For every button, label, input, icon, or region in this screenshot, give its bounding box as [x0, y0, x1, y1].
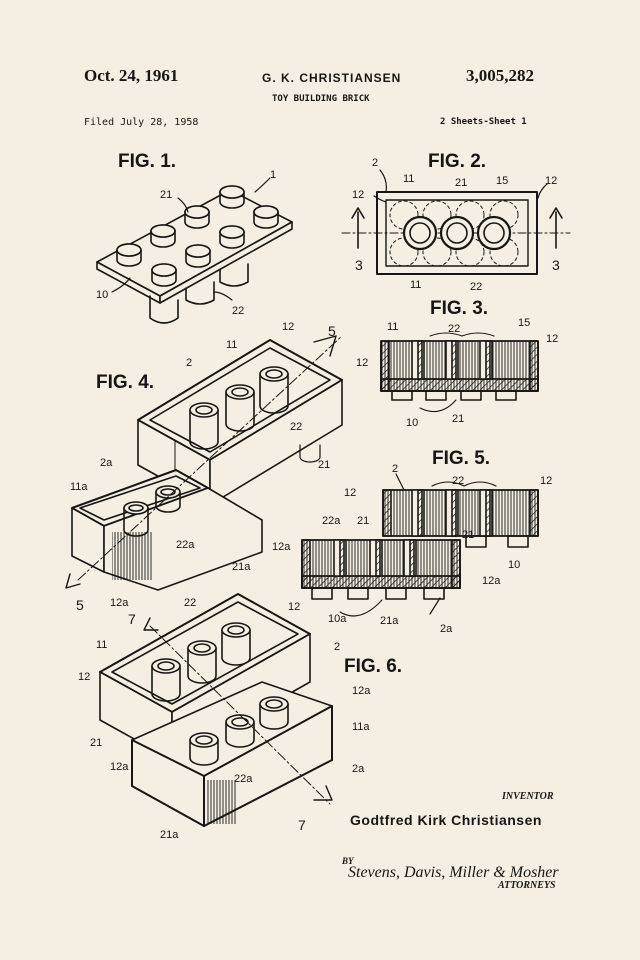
inventor-name: Godtfred Kirk Christiansen [350, 812, 542, 828]
ref-21-fig5: 21 [462, 529, 474, 541]
ref-22-fig5: 22 [452, 475, 464, 487]
fig3-drawing [380, 332, 539, 413]
ref-5-top: 5 [328, 323, 336, 339]
fig1-label: FIG. 1. [118, 151, 177, 172]
ref-11-fig2: 11 [403, 173, 414, 185]
inventor-short-name: G. K. CHRISTIANSEN [262, 71, 402, 85]
ref-2-fig5: 2 [392, 463, 398, 475]
ref-21-fig4: 21 [318, 459, 330, 471]
ref-2a-fig5: 2a [440, 623, 453, 635]
ref-12-fig4: 12 [282, 321, 294, 333]
fig1-drawing [96, 177, 293, 324]
ref-21a-fig6: 21a [160, 829, 179, 841]
fig4-label: FIG. 4. [96, 372, 155, 393]
ref-12a-fig4: 12a [110, 597, 129, 609]
ref-1: 1 [270, 169, 276, 181]
ref-2a-fig4: 2a [100, 457, 113, 469]
ref-3-left: 3 [355, 257, 363, 273]
ref-22-fig4: 22 [290, 421, 302, 433]
ref-12-fig5-left: 12 [344, 487, 356, 499]
patent-number: 3,005,282 [466, 66, 534, 85]
ref-10a-fig5: 10a [328, 613, 347, 625]
ref-15-fig3: 15 [518, 317, 530, 329]
ref-15-fig2: 15 [496, 175, 508, 187]
ref-11-fig4: 11 [226, 339, 237, 351]
ref-12-fig6-left: 12 [78, 671, 90, 683]
by-label: BY [342, 856, 354, 866]
filed-date: Filed July 28, 1958 [84, 117, 199, 128]
fig3-label: FIG. 3. [430, 298, 489, 319]
ref-10-fig5: 10 [508, 559, 520, 571]
fig1-studs [116, 185, 279, 287]
ref-2a-fig6: 2a [352, 763, 365, 775]
fig2-label: FIG. 2. [428, 151, 487, 172]
ref-12-fig2-left: 12 [352, 189, 364, 201]
ref-22-fig2: 22 [470, 281, 482, 293]
ref-22a-fig4: 22a [176, 539, 195, 551]
ref-12-fig2-right: 12 [545, 175, 557, 187]
ref-2-fig6: 2 [334, 641, 340, 653]
ref-12a-fig5-right: 12a [482, 575, 501, 587]
ref-21-fig5-top: 21 [357, 515, 369, 527]
fig5-drawing [301, 473, 539, 617]
ref-12-fig6: 12 [288, 601, 300, 613]
ref-21-fig2: 21 [455, 177, 467, 189]
ref-11-fig2-bottom: 11 [410, 279, 421, 291]
ref-12-fig3-right: 12 [546, 333, 558, 345]
ref-21-fig6: 21 [90, 737, 102, 749]
ref-21-fig1: 21 [160, 189, 172, 201]
fig6-drawing [99, 593, 333, 827]
ref-5-bottom: 5 [76, 597, 84, 613]
fig4-drawing [65, 335, 343, 591]
ref-12a-fig6: 12a [352, 685, 371, 697]
patent-title: TOY BUILDING BRICK [272, 94, 370, 104]
ref-7-top: 7 [128, 611, 136, 627]
fig2-drawing [341, 169, 571, 275]
ref-11a-fig4: 11a [70, 481, 88, 493]
ref-12-fig5-right: 12 [540, 475, 552, 487]
patent-date: Oct. 24, 1961 [84, 66, 179, 85]
ref-7-bottom: 7 [298, 817, 306, 833]
ref-10-fig1: 10 [96, 289, 108, 301]
ref-12a-fig6-left: 12a [110, 761, 129, 773]
attorneys-label: ATTORNEYS [498, 880, 556, 891]
ref-11a-fig6: 11a [352, 721, 370, 733]
ref-11-fig6: 11 [96, 639, 107, 651]
fig5-label: FIG. 5. [432, 448, 491, 469]
ref-2-fig2: 2 [372, 157, 378, 169]
ref-10-fig3: 10 [406, 417, 418, 429]
ref-3-right: 3 [552, 257, 560, 273]
ref-22a-fig6: 22a [234, 773, 253, 785]
ref-22a-fig5: 22a [322, 515, 341, 527]
fig6-label: FIG. 6. [344, 656, 403, 677]
ref-22-fig6: 22 [184, 597, 196, 609]
ref-2-fig4: 2 [186, 357, 192, 369]
ref-12a-fig5-left: 12a [272, 541, 291, 553]
sheet-count: 2 Sheets-Sheet 1 [440, 117, 527, 127]
ref-22-fig3: 22 [448, 323, 460, 335]
ref-21-fig3: 21 [452, 413, 464, 425]
ref-21a-fig4: 21a [232, 561, 251, 573]
ref-12-fig3-left: 12 [356, 357, 368, 369]
ref-22-fig1: 22 [232, 305, 244, 317]
ref-21a-fig5: 21a [380, 615, 399, 627]
inventor-label: INVENTOR [502, 791, 554, 802]
ref-11-fig3: 11 [387, 321, 398, 333]
attorney-signature: Stevens, Davis, Miller & Mosher [348, 864, 559, 881]
